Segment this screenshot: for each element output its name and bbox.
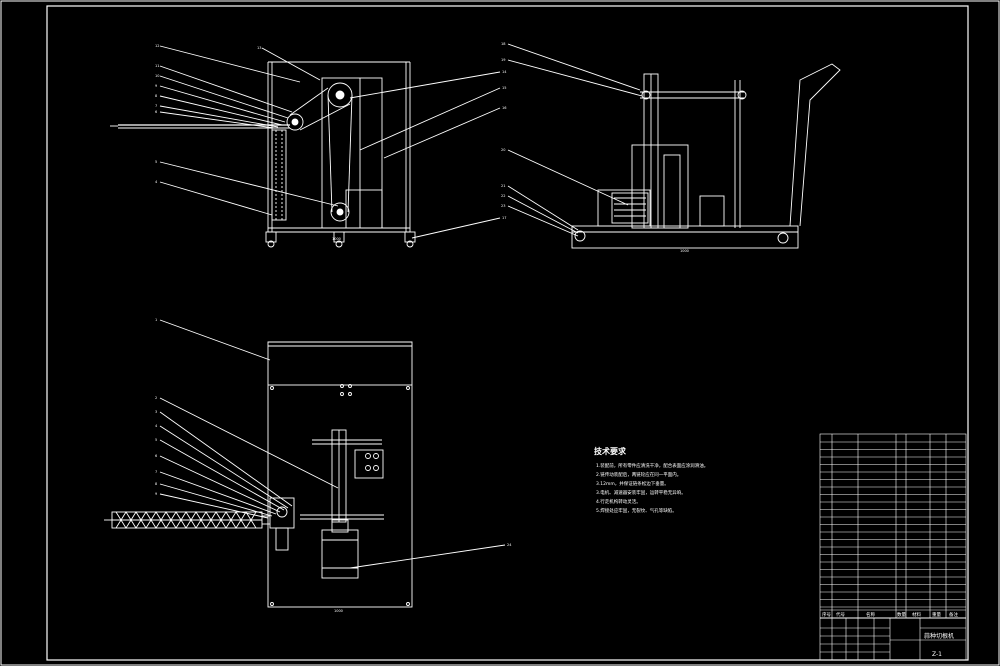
svg-text:16: 16 — [502, 106, 506, 110]
svg-text:7: 7 — [155, 104, 157, 108]
parts-list — [819, 433, 967, 661]
plan-view — [104, 319, 506, 608]
svg-text:6: 6 — [155, 110, 157, 114]
dimension-labels: 1000 1000 1000 — [332, 237, 689, 613]
parts-list-header: 序号 代号 名称 数量 材料 重量 备注 — [822, 611, 958, 618]
left-elevation-view — [110, 45, 501, 248]
header-cell-1: 代号 — [836, 611, 845, 618]
svg-text:12: 12 — [155, 44, 159, 48]
svg-text:24: 24 — [507, 543, 512, 547]
svg-text:5: 5 — [155, 160, 157, 164]
svg-text:10: 10 — [155, 74, 159, 78]
svg-text:2: 2 — [155, 396, 157, 400]
svg-text:6: 6 — [155, 454, 157, 458]
svg-text:3: 3 — [155, 410, 157, 414]
svg-text:23: 23 — [501, 204, 505, 208]
svg-text:19: 19 — [501, 58, 505, 62]
inner-border — [46, 5, 969, 661]
header-cell-4: 材料 — [912, 611, 921, 618]
notes-line-2: 2.链传动装配后，两链轮应在同一平面内。 — [596, 471, 681, 478]
svg-text:8: 8 — [155, 482, 157, 486]
notes-line-3: 3.12mm，并保证链条松边下垂量。 — [596, 480, 669, 487]
svg-text:21: 21 — [501, 184, 505, 188]
header-cell-3: 数量 — [897, 611, 906, 618]
svg-text:15: 15 — [502, 86, 506, 90]
svg-text:4: 4 — [155, 424, 158, 428]
svg-text:14: 14 — [502, 70, 507, 74]
svg-text:13: 13 — [257, 46, 261, 50]
plan-dimension: 1000 — [334, 609, 343, 613]
notes-line-5: 4.行走机构转动灵活。 — [596, 498, 641, 505]
notes-line-6: 5.焊接处应牢固，无裂纹、气孔等缺陷。 — [596, 507, 677, 514]
drawing-title: 蒜种切根机 — [924, 632, 954, 640]
left-view-leader-labels: 12 11 10 9 8 7 6 5 4 13 14 15 16 17 — [155, 44, 507, 220]
drawing-number: Z-1 — [932, 651, 942, 658]
notes-title: 技术要求 — [594, 446, 627, 456]
right-view-leader-labels: 18 19 20 21 22 23 — [501, 42, 505, 208]
svg-text:1: 1 — [155, 318, 157, 322]
notes-line-4: 3.电机、减速器安装牢固，运转平稳无异响。 — [596, 489, 686, 496]
svg-text:22: 22 — [501, 194, 505, 198]
svg-text:11: 11 — [155, 64, 159, 68]
svg-text:9: 9 — [155, 84, 157, 88]
plan-view-leader-labels: 1 2 3 4 5 6 7 8 9 24 — [155, 318, 512, 547]
svg-text:20: 20 — [501, 148, 505, 152]
side-dimension: 1000 — [332, 237, 341, 241]
svg-text:4: 4 — [155, 180, 158, 184]
header-cell-6: 备注 — [949, 611, 958, 618]
notes-line-1: 1.装配前，所有零件应清洗干净，配合表面应涂润滑油。 — [596, 462, 708, 469]
right-elevation-view — [507, 43, 841, 249]
svg-text:18: 18 — [501, 42, 505, 46]
front-dimension: 1000 — [680, 249, 689, 253]
title-block-text: 蒜种切根机 Z-1 — [924, 632, 954, 658]
svg-text:7: 7 — [155, 470, 157, 474]
svg-text:17: 17 — [502, 216, 506, 220]
header-cell-5: 重量 — [932, 611, 941, 618]
header-cell-2: 名称 — [866, 611, 875, 618]
svg-text:8: 8 — [155, 94, 157, 98]
svg-text:5: 5 — [155, 438, 157, 442]
technical-notes: 技术要求 1.装配前，所有零件应清洗干净，配合表面应涂润滑油。 2.链传动装配后… — [594, 446, 708, 514]
header-cell-0: 序号 — [822, 611, 831, 618]
svg-text:9: 9 — [155, 492, 157, 496]
title-block — [820, 618, 966, 660]
